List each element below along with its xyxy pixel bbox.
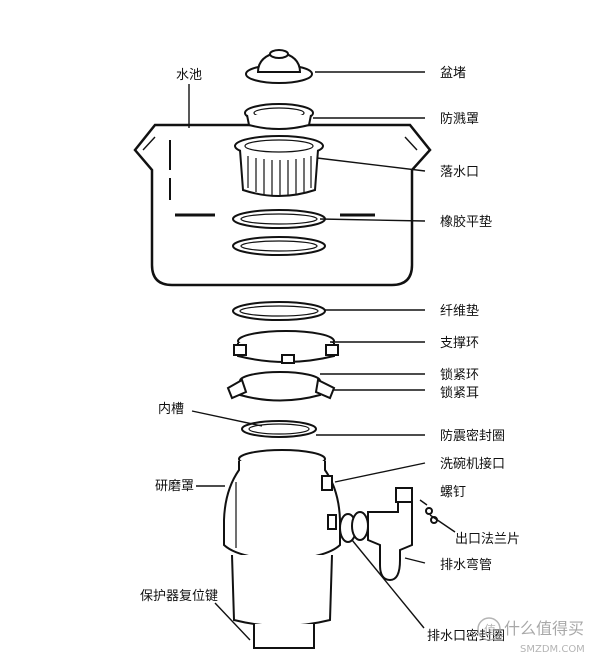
support-ring-part: [233, 330, 339, 364]
screw-part: [425, 507, 438, 524]
label-reset-button: 保护器复位键: [140, 589, 218, 604]
label-antivib-seal: 防震密封圈: [440, 428, 505, 444]
label-support-ring: 支撑环: [440, 336, 479, 351]
label-dishwasher-inlet: 洗碗机接口: [440, 456, 505, 472]
plug-part: [245, 49, 313, 84]
disposal-body-part: [223, 449, 341, 649]
watermark-text: 什么值得买: [504, 619, 584, 638]
callout-labels: 水池 盆堵 防溅罩 落水口 橡胶平垫 纤维垫 支撑环 锁紧环 锁紧耳 内槽 防震…: [140, 66, 520, 644]
label-lock-ears: 锁紧耳: [440, 385, 479, 401]
label-fiber-gasket: 纤维垫: [440, 303, 479, 319]
splash-guard-part: [244, 103, 314, 130]
leader-lines: [188, 71, 456, 641]
svg-text:值: 值: [484, 622, 496, 637]
rubber-gasket-part: [232, 209, 326, 256]
fiber-gasket-part: [232, 301, 326, 321]
sink-basin: [133, 123, 432, 287]
label-splash-guard: 防溅罩: [440, 111, 479, 127]
label-rubber-gasket: 橡胶平垫: [440, 214, 492, 230]
drain-outlet-part: [234, 135, 324, 197]
drain-elbow-part: [339, 487, 438, 582]
label-plug: 盆堵: [440, 66, 466, 81]
label-outlet-flange: 出口法兰片: [455, 532, 520, 547]
label-sink: 水池: [176, 68, 202, 83]
watermark: 值 什么值得买 SMZDM.COM: [477, 617, 585, 655]
watermark-logo-icon: [477, 617, 501, 641]
lock-ring-part: [226, 371, 336, 402]
label-drain-outlet: 落水口: [440, 165, 479, 180]
label-lock-ring: 锁紧环: [440, 367, 479, 383]
label-grind-cover: 研磨罩: [155, 479, 194, 494]
label-drain-elbow: 排水弯管: [440, 557, 492, 573]
label-screw: 螺钉: [440, 485, 466, 500]
watermark-sub: SMZDM.COM: [520, 644, 585, 655]
label-inner-tank: 内槽: [158, 401, 184, 417]
